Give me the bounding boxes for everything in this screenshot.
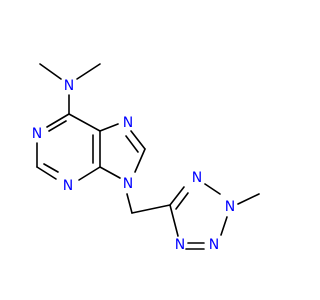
bond-c8-n9 [134, 148, 146, 173]
molecule-structure-diagram: N N N N N N N N N [32, 63, 260, 253]
bond-c2-n3-double-b [43, 163, 59, 173]
bond-n3-c4 [78, 166, 101, 181]
atom-n-tetrazole-top: N [192, 170, 202, 186]
bond-c5-n7 [99, 123, 119, 132]
bond-c2-n3-double-a [36, 166, 57, 180]
atom-n-tetrazole-bottom-right: N [209, 237, 219, 253]
bond-c5tz-ntop-double-b [175, 192, 189, 210]
atom-n-dimethylamino: N [64, 78, 74, 94]
bond-c5-c6 [68, 113, 101, 132]
atom-n1: N [32, 126, 42, 142]
bond-c5tz-ntop-double-a [169, 186, 185, 206]
bond-methyl1-n [39, 63, 62, 80]
bond-ch2-c5tz [131, 204, 171, 214]
atom-n9: N [123, 176, 133, 192]
bond-c6-n1-double-a [46, 113, 70, 128]
atom-n-tetrazole-bottom-left: N [175, 237, 185, 253]
bond-n9-ch2 [126, 193, 133, 214]
bond-nme-methyl [237, 193, 260, 205]
bond-n9-c4 [99, 166, 121, 179]
atom-n-tetrazole-methyl: N [225, 199, 235, 215]
bond-ntop-nme [204, 183, 221, 195]
bond-nb1-c5tz [169, 204, 179, 237]
atom-n3: N [63, 178, 73, 194]
bond-n-methyl2 [76, 63, 101, 80]
atom-n7: N [123, 115, 133, 131]
bond-n7-c8-double-b [125, 135, 139, 153]
bond-nme-nb2 [220, 216, 228, 236]
bond-c6-n1-double-b [48, 120, 67, 132]
bond-n7-c8-double-a [130, 130, 146, 150]
